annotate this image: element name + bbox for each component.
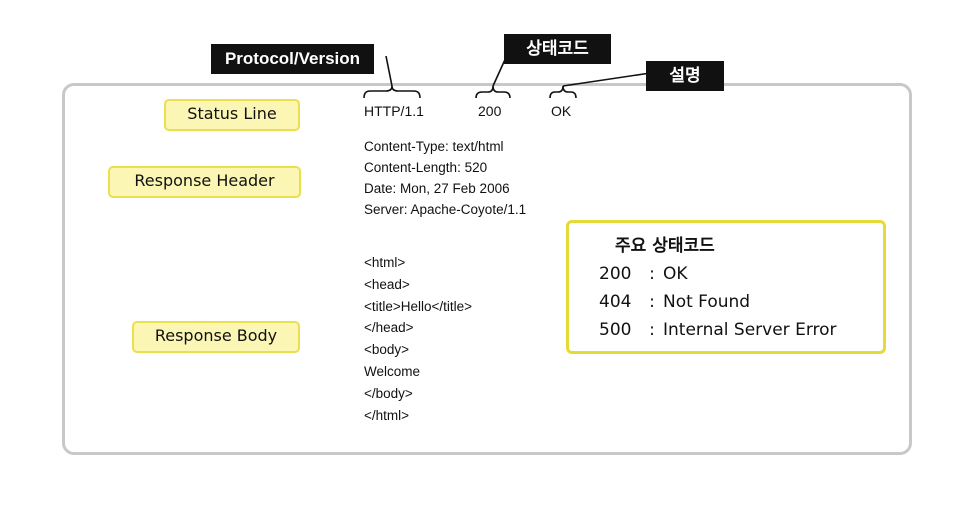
code-separator: : <box>649 292 655 312</box>
status-code-row: 200: OK <box>599 264 688 284</box>
status-code-value: 200 <box>478 103 502 119</box>
description-connector <box>562 71 658 87</box>
code-separator: : <box>649 320 655 340</box>
code-number: 200 <box>599 264 632 284</box>
body-line: <html> <box>364 255 406 270</box>
protocol-version-label: Protocol/Version <box>211 44 374 74</box>
protocol-connector <box>385 55 393 87</box>
header-line: Server: Apache-Coyote/1.1 <box>364 202 527 217</box>
header-line: Content-Length: 520 <box>364 160 488 175</box>
description-brace <box>549 85 577 99</box>
body-line: </body> <box>364 385 413 401</box>
body-line: <head> <box>364 276 410 292</box>
status-protocol: HTTP/1.1 <box>364 103 424 119</box>
code-number: 500 <box>599 320 632 340</box>
status-message: OK <box>551 103 572 119</box>
status-code-row: 404: Not Found <box>599 292 750 312</box>
status-code-brace <box>475 85 511 99</box>
header-line: Date: Mon, 27 Feb 2006 <box>364 181 510 196</box>
body-line: <title>Hello</title> <box>364 298 473 314</box>
body-line: </html> <box>364 407 410 423</box>
header-line: Content-Type: text/html <box>364 139 504 154</box>
body-line: <body> <box>364 342 410 358</box>
code-number: 404 <box>599 292 632 312</box>
protocol-brace <box>363 85 421 99</box>
code-text: Internal Server Error <box>663 320 837 340</box>
response-headers: Content-Type: text/html Content-Length: … <box>364 136 526 220</box>
response-body: <html> <head> <title>Hello</title> </hea… <box>364 252 472 426</box>
response-body-section-label: Response Body <box>132 321 300 353</box>
status-code-label: 상태코드 <box>504 34 611 64</box>
response-header-section-label: Response Header <box>108 166 301 198</box>
body-line: Welcome <box>364 363 421 379</box>
main-status-codes-box: 주요 상태코드 200: OK 404: Not Found 500: Interna… <box>566 220 886 354</box>
code-text: Not Found <box>663 292 751 312</box>
status-code-row: 500: Internal Server Error <box>599 320 837 340</box>
description-label: 설명 <box>646 61 724 91</box>
body-line: </head> <box>364 320 414 336</box>
status-line-section-label: Status Line <box>164 99 300 131</box>
code-text: OK <box>663 264 688 284</box>
code-separator: : <box>649 264 655 284</box>
main-status-codes-title: 주요 상태코드 <box>615 236 715 256</box>
